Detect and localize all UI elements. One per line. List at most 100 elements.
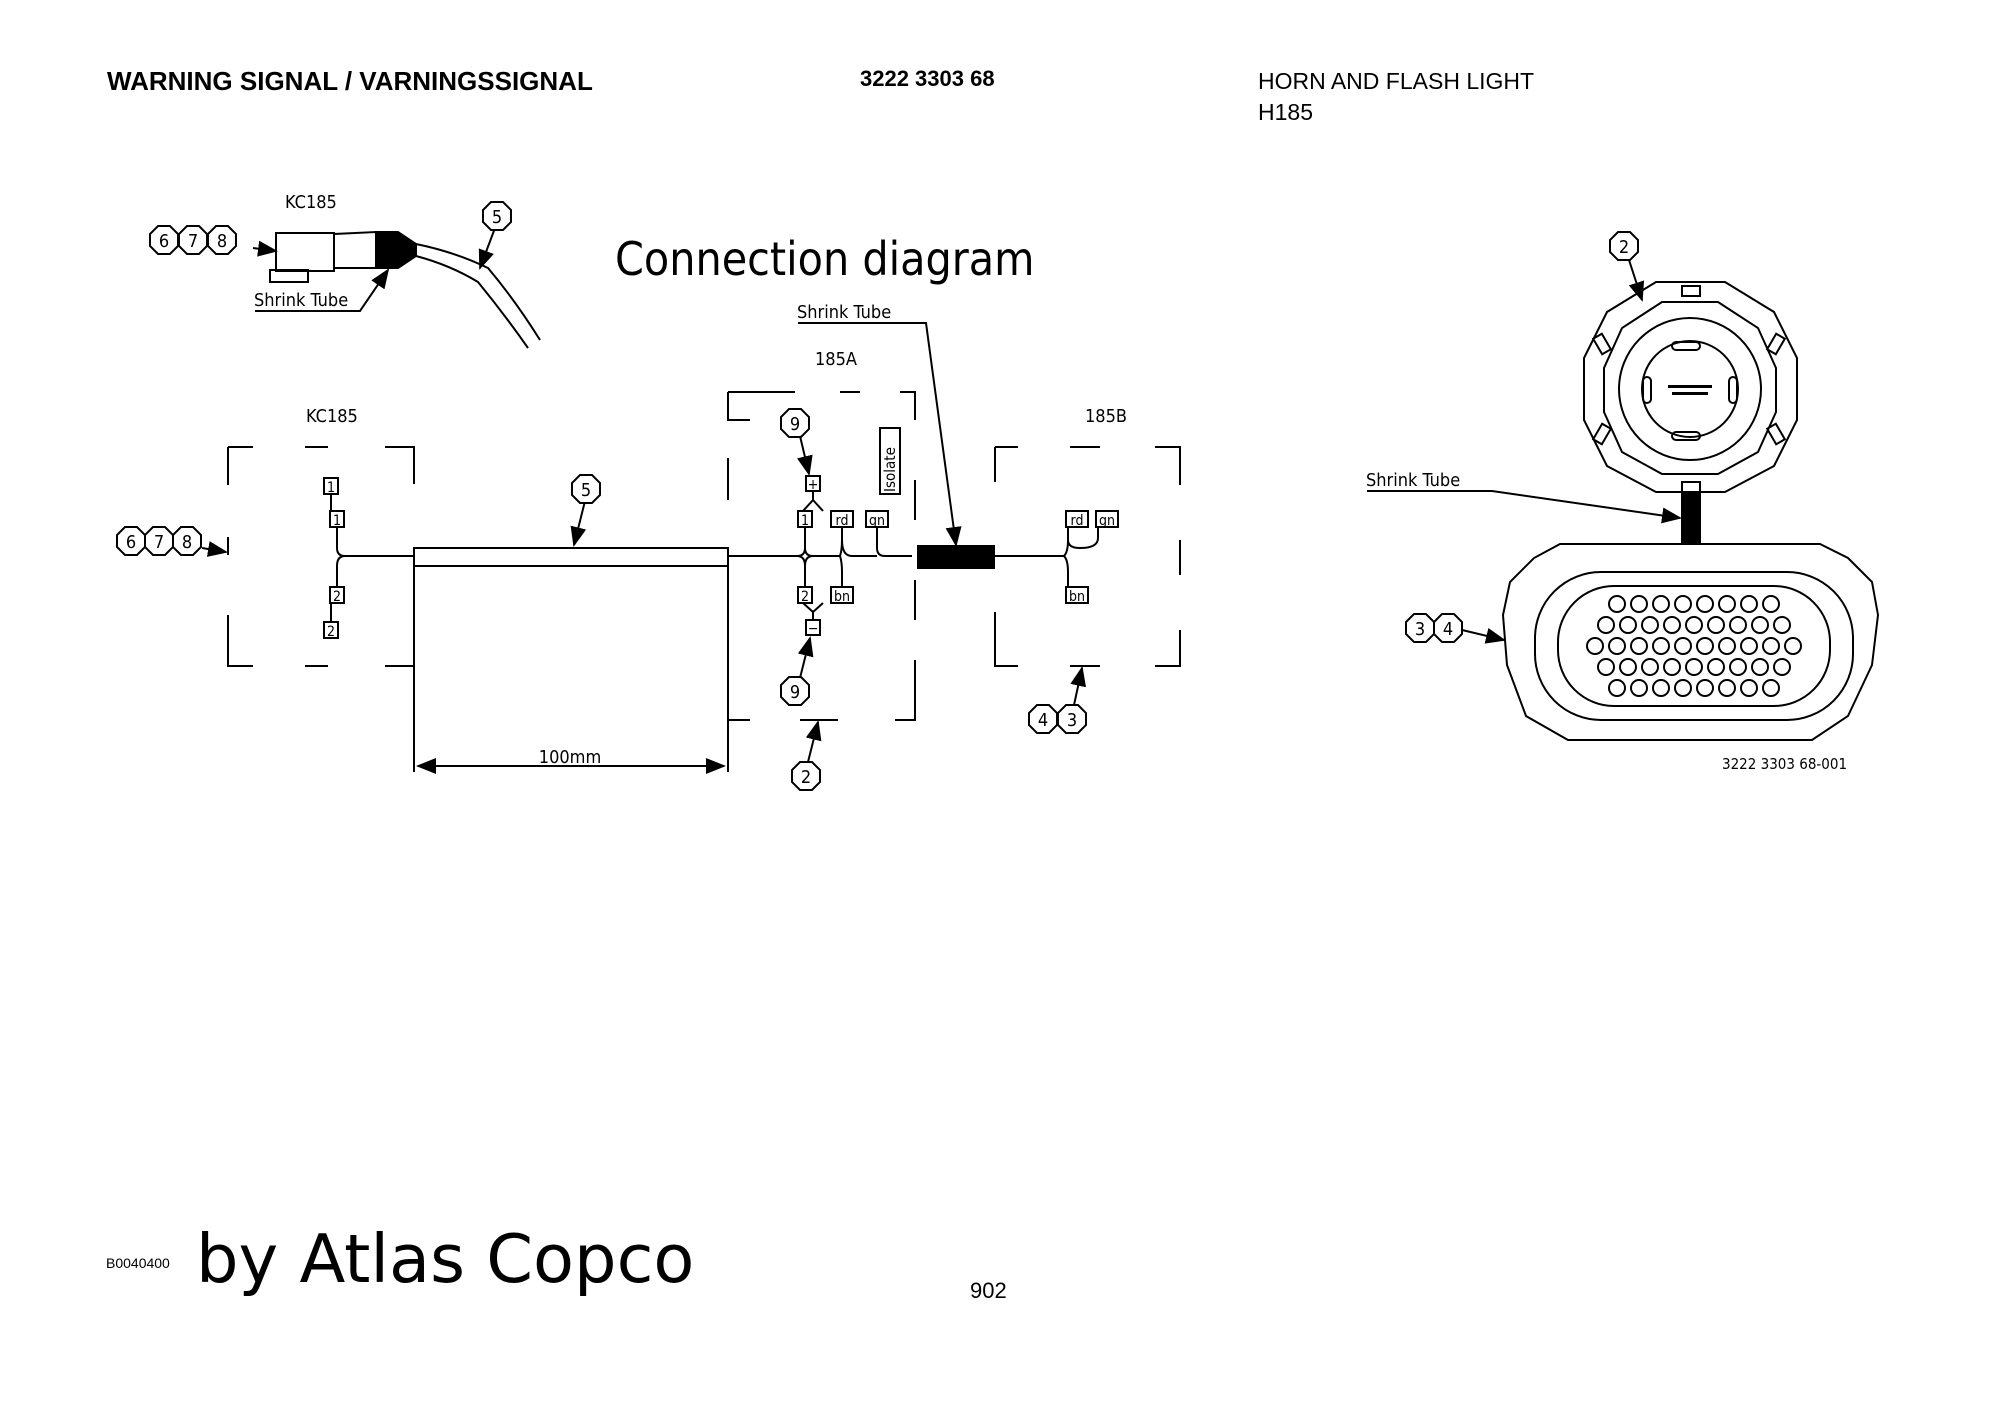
balloon-9-top: 9	[790, 414, 800, 435]
leader-9-bottom	[797, 636, 814, 679]
leader-2-bottom	[805, 720, 822, 763]
shrink-tube-right	[1681, 491, 1701, 545]
flash-light-lens	[1641, 340, 1739, 438]
balloon-group-678-top: 6 7 8	[149, 225, 237, 255]
svg-text:bn: bn	[834, 589, 850, 605]
svg-text:1: 1	[801, 513, 809, 529]
grille-hole	[1751, 658, 1769, 676]
grille-hole	[1696, 595, 1714, 613]
svg-text:6: 6	[126, 532, 136, 553]
grille-hole	[1674, 637, 1692, 655]
grille-hole	[1608, 595, 1626, 613]
horn-top-view: 3 4 3222 3303 68-001	[1405, 543, 1880, 773]
balloon-6: 6	[159, 231, 169, 252]
wire-pin1-185a	[785, 527, 832, 557]
tab-lower-right	[1765, 422, 1787, 446]
leader-5-mid	[570, 500, 587, 547]
grille-hole	[1696, 637, 1714, 655]
wire-185b	[1060, 527, 1099, 587]
flash-light-top-view: 2 Shrink Tube	[1366, 231, 1798, 545]
grille-hole	[1718, 637, 1736, 655]
slot-bottom	[1671, 431, 1701, 441]
balloon-5-top: 5	[482, 201, 512, 231]
figure-reference: 3222 3303 68-001	[1722, 755, 1847, 773]
grille-hole	[1608, 637, 1626, 655]
grille-hole	[1652, 679, 1670, 697]
grille-hole	[1751, 616, 1769, 634]
leader-shrink-top	[255, 268, 390, 312]
horn-grille-frame	[1557, 585, 1831, 707]
grille-hole	[1762, 595, 1780, 613]
kc185-label: KC185	[306, 406, 358, 427]
grille-hole	[1740, 637, 1758, 655]
svg-text:2: 2	[801, 589, 809, 605]
grille-hole	[1674, 679, 1692, 697]
grille-hole	[1729, 658, 1747, 676]
dimension-label: 100mm	[539, 747, 601, 768]
grille-hole	[1784, 637, 1802, 655]
balloon-group-678-left: 6 7 8	[116, 526, 202, 556]
185a-label: 185A	[815, 349, 857, 370]
svg-text:5: 5	[492, 207, 502, 228]
grille-hole	[1652, 637, 1670, 655]
balloon-5-mid: 5	[581, 480, 591, 501]
svg-text:2: 2	[333, 589, 341, 605]
svg-text:−: −	[808, 621, 819, 637]
svg-text:gn: gn	[869, 513, 885, 529]
flash-light-mid	[1603, 301, 1777, 475]
leader-678-top	[252, 240, 278, 257]
shrink-tube-label-top: Shrink Tube	[254, 290, 348, 311]
isolate-label: Isolate	[881, 447, 899, 492]
isolate-box	[879, 427, 901, 495]
grille-hole	[1630, 679, 1648, 697]
cable-sleeve	[413, 547, 729, 567]
grille-hole	[1740, 679, 1758, 697]
185a-connector-box: 185A Isolate + 1 rd gn 2 bn − 9 9 2	[727, 349, 916, 791]
tab-top	[1681, 285, 1701, 297]
grille-hole	[1674, 595, 1692, 613]
kc185-top-label: KC185	[285, 192, 337, 213]
horn-grille	[1586, 595, 1802, 697]
grille-hole	[1707, 616, 1725, 634]
horn-mid	[1534, 571, 1854, 721]
svg-text:gn: gn	[1099, 513, 1115, 529]
balloon-8: 8	[217, 231, 227, 252]
document-title: WARNING SIGNAL / VARNINGSSIGNAL	[107, 66, 593, 96]
grille-hole	[1685, 616, 1703, 634]
svg-text:rd: rd	[1071, 513, 1084, 529]
shrink-tube-label-right: Shrink Tube	[1366, 470, 1460, 491]
plug-neck	[333, 230, 377, 269]
svg-text:1: 1	[333, 513, 341, 529]
grille-hole	[1619, 658, 1637, 676]
grille-hole	[1762, 679, 1780, 697]
leader-678-left	[201, 541, 228, 557]
grille-hole	[1641, 658, 1659, 676]
description-line-2: H185	[1258, 99, 1313, 125]
svg-text:2: 2	[327, 624, 335, 640]
balloon-3-b: 3	[1067, 710, 1077, 731]
svg-text:rd: rd	[836, 513, 849, 529]
tab-bottom	[1681, 481, 1701, 493]
plug-latch	[269, 269, 309, 283]
minus-split	[802, 602, 824, 620]
svg-text:7: 7	[154, 532, 164, 553]
shrink-tube-block	[917, 545, 995, 569]
flash-light-inner-ring	[1618, 317, 1762, 461]
grille-hole	[1696, 679, 1714, 697]
horn-outer	[1501, 543, 1880, 741]
balloon-4-b: 4	[1038, 710, 1048, 731]
leader-34-r	[1461, 628, 1506, 644]
185b-wire-bn	[1065, 586, 1089, 604]
185b-wire-gn	[1095, 510, 1119, 528]
balloon-4-r: 4	[1443, 619, 1453, 640]
kc185-connector-box: KC185 1 1 2 2	[201, 406, 415, 667]
slot-left	[1642, 376, 1652, 404]
grille-hole	[1619, 616, 1637, 634]
grille-hole	[1718, 679, 1736, 697]
grille-hole	[1773, 658, 1791, 676]
kc185-plug-sketch: KC185 Shrink Tube	[252, 192, 541, 349]
balloon-2-bottom: 2	[801, 767, 811, 788]
plus-split	[802, 491, 824, 512]
svg-text:1: 1	[327, 480, 335, 496]
